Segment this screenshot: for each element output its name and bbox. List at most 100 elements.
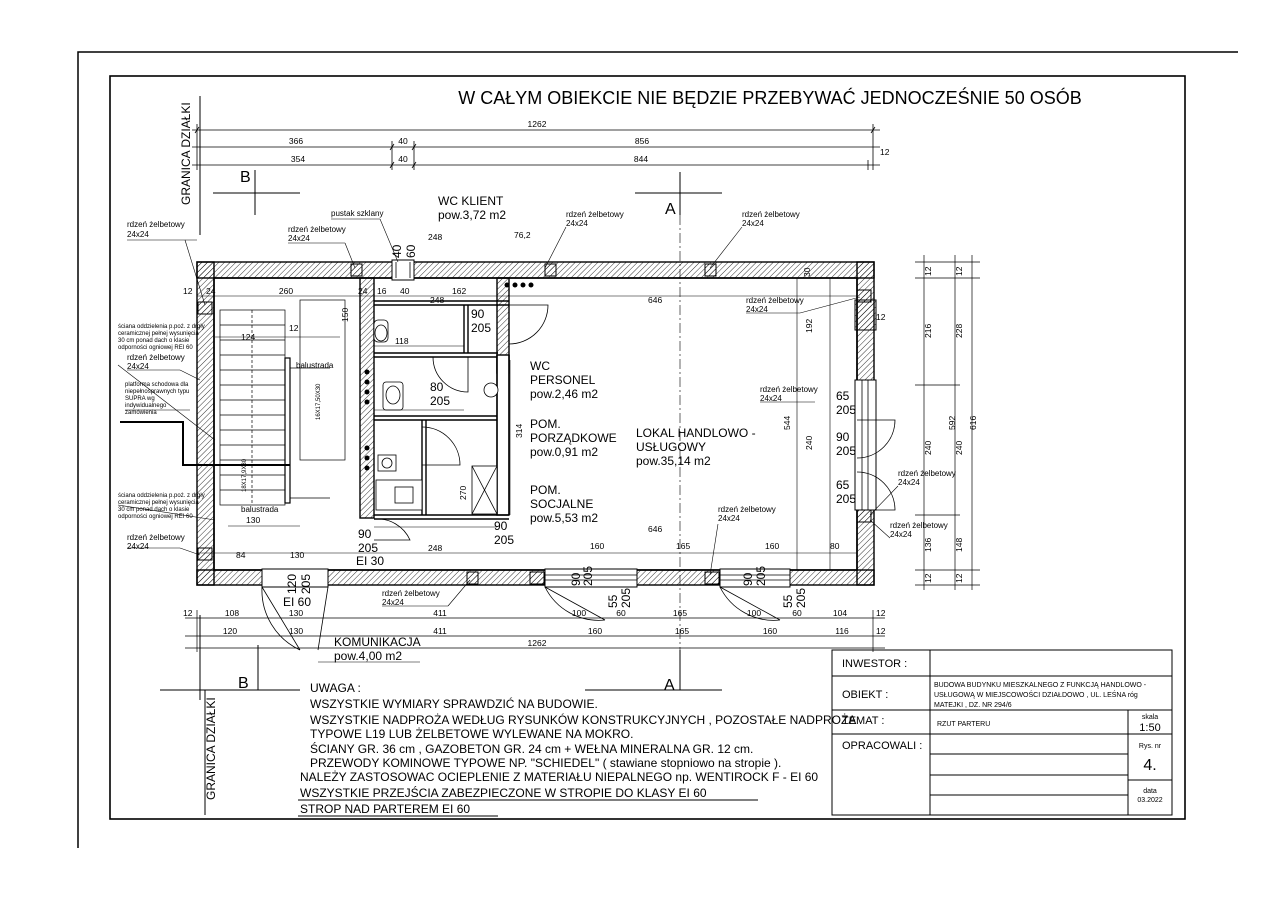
dim-bottom-160b: 160 — [763, 626, 777, 636]
door-90-komunikacja: 90 — [358, 527, 372, 541]
dim-right-12c: 12 — [954, 266, 964, 276]
stairs-label-1: 16X17,50X30 — [316, 383, 322, 420]
glass-block-label: pustak szklany — [331, 209, 383, 218]
dim-90-a: 90 — [471, 307, 485, 321]
dim-646-b: 646 — [648, 524, 662, 534]
room-pom-socjalne-area: pow.5,53 m2 — [530, 511, 598, 525]
wall-note-bottom-3: 30 cm ponad dach o klasie — [118, 507, 190, 513]
wall-note-top-1: ściana oddzielenia p.poż. z drgły — [118, 324, 205, 330]
dim-inner-24b: 24 — [358, 286, 368, 296]
scale-label: skala — [1142, 714, 1158, 721]
dim-192: 192 — [804, 319, 814, 333]
core-label-4: rdzeń żelbetowy — [742, 210, 800, 219]
core-size-1: 24x24 — [127, 230, 149, 239]
core-label-7: rdzeń żelbetowy — [898, 469, 956, 478]
dim-80-b: 80 — [830, 541, 840, 551]
dim-65-b: 65 — [836, 478, 850, 492]
sanitary-fixtures — [373, 319, 499, 515]
dim-bottom-116: 116 — [835, 626, 849, 636]
dim-248-b: 248 — [428, 543, 442, 553]
platform-note-4: indywidualnego — [125, 403, 167, 409]
dim-205-f: 205 — [494, 533, 514, 547]
core-size-11: 24x24 — [127, 362, 149, 371]
dim-inner-646: 646 — [648, 295, 662, 305]
object-value-3: MATEJKI , DZ. NR 294/6 — [934, 702, 1012, 709]
section-marker-a-bottom — [585, 650, 722, 691]
dim-bottom-60a: 60 — [616, 608, 626, 618]
wall-note-top-2: ceramicznej pełnej wysunięcia — [118, 331, 199, 337]
core-label-1: rdzeń żelbetowy — [127, 220, 185, 229]
dim-bottom-100a: 100 — [572, 608, 586, 618]
core-size-2: 24x24 — [288, 234, 310, 243]
core-label-12: rdzeń żelbetowy — [382, 589, 440, 598]
notes-line-7: WSZYSTKIE PRZEJŚCIA ZABEZPIECZONE W STRO… — [300, 785, 707, 800]
dim-160-b: 160 — [765, 541, 779, 551]
dim-90-b: 90 — [836, 430, 850, 444]
dim-inner-260: 260 — [279, 286, 293, 296]
notes-line-1: WSZYSTKIE WYMIARY SPRAWDZIĆ NA BUDOWIE. — [310, 696, 598, 711]
room-pom-socjalne-name-1: POM. — [530, 483, 561, 497]
core-size-5: 24x24 — [746, 305, 768, 314]
dim-inner-248: 248 — [430, 295, 444, 305]
dim-120-door: 120 — [285, 574, 299, 594]
section-marker-b-bottom — [160, 645, 300, 691]
dim-248-wc: 248 — [428, 232, 442, 242]
dim-205-g: 205 — [581, 566, 595, 586]
dim-165-a: 165 — [676, 541, 690, 551]
notes-line-2: WSZYSTKIE NADPROŻA WEDŁUG RYSUNKÓW KONST… — [310, 712, 856, 727]
core-label-10: rdzeń żelbetowy — [127, 533, 185, 542]
room-wc-personel-name-1: WC — [530, 359, 550, 373]
dim-205-j: 205 — [794, 588, 808, 608]
dim-bottom-165b: 165 — [675, 626, 689, 636]
notes-line-5: PRZEWODY KOMINOWE TYPOWE NP. "SCHIEDEL" … — [310, 756, 781, 770]
room-wc-klient-area: pow.3,72 m2 — [438, 208, 506, 222]
dim-bottom-60b: 60 — [792, 608, 802, 618]
interior-dimension-lines — [197, 278, 857, 570]
investor-label: INWESTOR : — [842, 658, 907, 670]
dim-top-40b: 40 — [398, 154, 408, 164]
dim-bottom-12c: 12 — [876, 626, 886, 636]
platform-note-2: niepełnosprawnych typu — [125, 389, 189, 395]
platform-lift-outline — [120, 421, 290, 466]
dim-top-12: 12 — [880, 147, 890, 157]
wall-note-bottom-2: ceramicznej pełnej wysunięcia — [118, 500, 199, 506]
dim-bottom-130b: 130 — [289, 626, 303, 636]
dim-top-354: 354 — [291, 154, 305, 164]
core-size-10: 24x24 — [127, 542, 149, 551]
door-swings — [261, 304, 896, 651]
dim-130-stair: 130 — [246, 515, 260, 525]
balustrade-label-top: balustrada — [296, 361, 334, 370]
dim-right-228: 228 — [954, 324, 964, 338]
dim-bottom-total: 1262 — [528, 638, 547, 648]
drawing-no-value: 4. — [1143, 757, 1156, 774]
notes-line-6: NALEŻY ZASTOSOWAC OCIEPLENIE Z MATERIAŁU… — [300, 770, 818, 784]
dim-right-148: 148 — [954, 538, 964, 552]
dim-bottom-100b: 100 — [747, 608, 761, 618]
title-block — [831, 649, 1173, 816]
section-label-a-top: A — [665, 201, 676, 218]
dim-205-h: 205 — [619, 588, 633, 608]
section-label-b-bottom: B — [238, 675, 249, 692]
prepared-label: OPRACOWALI : — [842, 740, 922, 752]
room-komunikacja-name: KOMUNIKACJA — [334, 635, 421, 649]
core-label-9: rdzeń żelbetowy — [718, 505, 776, 514]
scale-value: 1:50 — [1139, 722, 1160, 734]
dim-right-240a: 240 — [923, 441, 933, 455]
dim-65-a: 65 — [836, 389, 850, 403]
room-lokal-area: pow.35,14 m2 — [636, 454, 711, 468]
dim-right-12b: 12 — [923, 573, 933, 583]
dim-inner-12b: 12 — [876, 312, 886, 322]
dim-205-c: 205 — [836, 403, 856, 417]
dim-right-12d: 12 — [954, 573, 964, 583]
core-size-7: 24x24 — [898, 478, 920, 487]
dim-90-c: 90 — [494, 519, 508, 533]
wall-note-top-3: 30 cm ponad dach o klasie — [118, 338, 190, 344]
dim-right-240b: 240 — [954, 441, 964, 455]
dim-top-total: 1262 — [528, 119, 547, 129]
dim-inner-162: 162 — [452, 286, 466, 296]
dim-inner-24a: 24 — [206, 286, 216, 296]
dim-right-216: 216 — [923, 324, 933, 338]
core-label-8: rdzeń żelbetowy — [890, 521, 948, 530]
dim-205-d: 205 — [836, 444, 856, 458]
